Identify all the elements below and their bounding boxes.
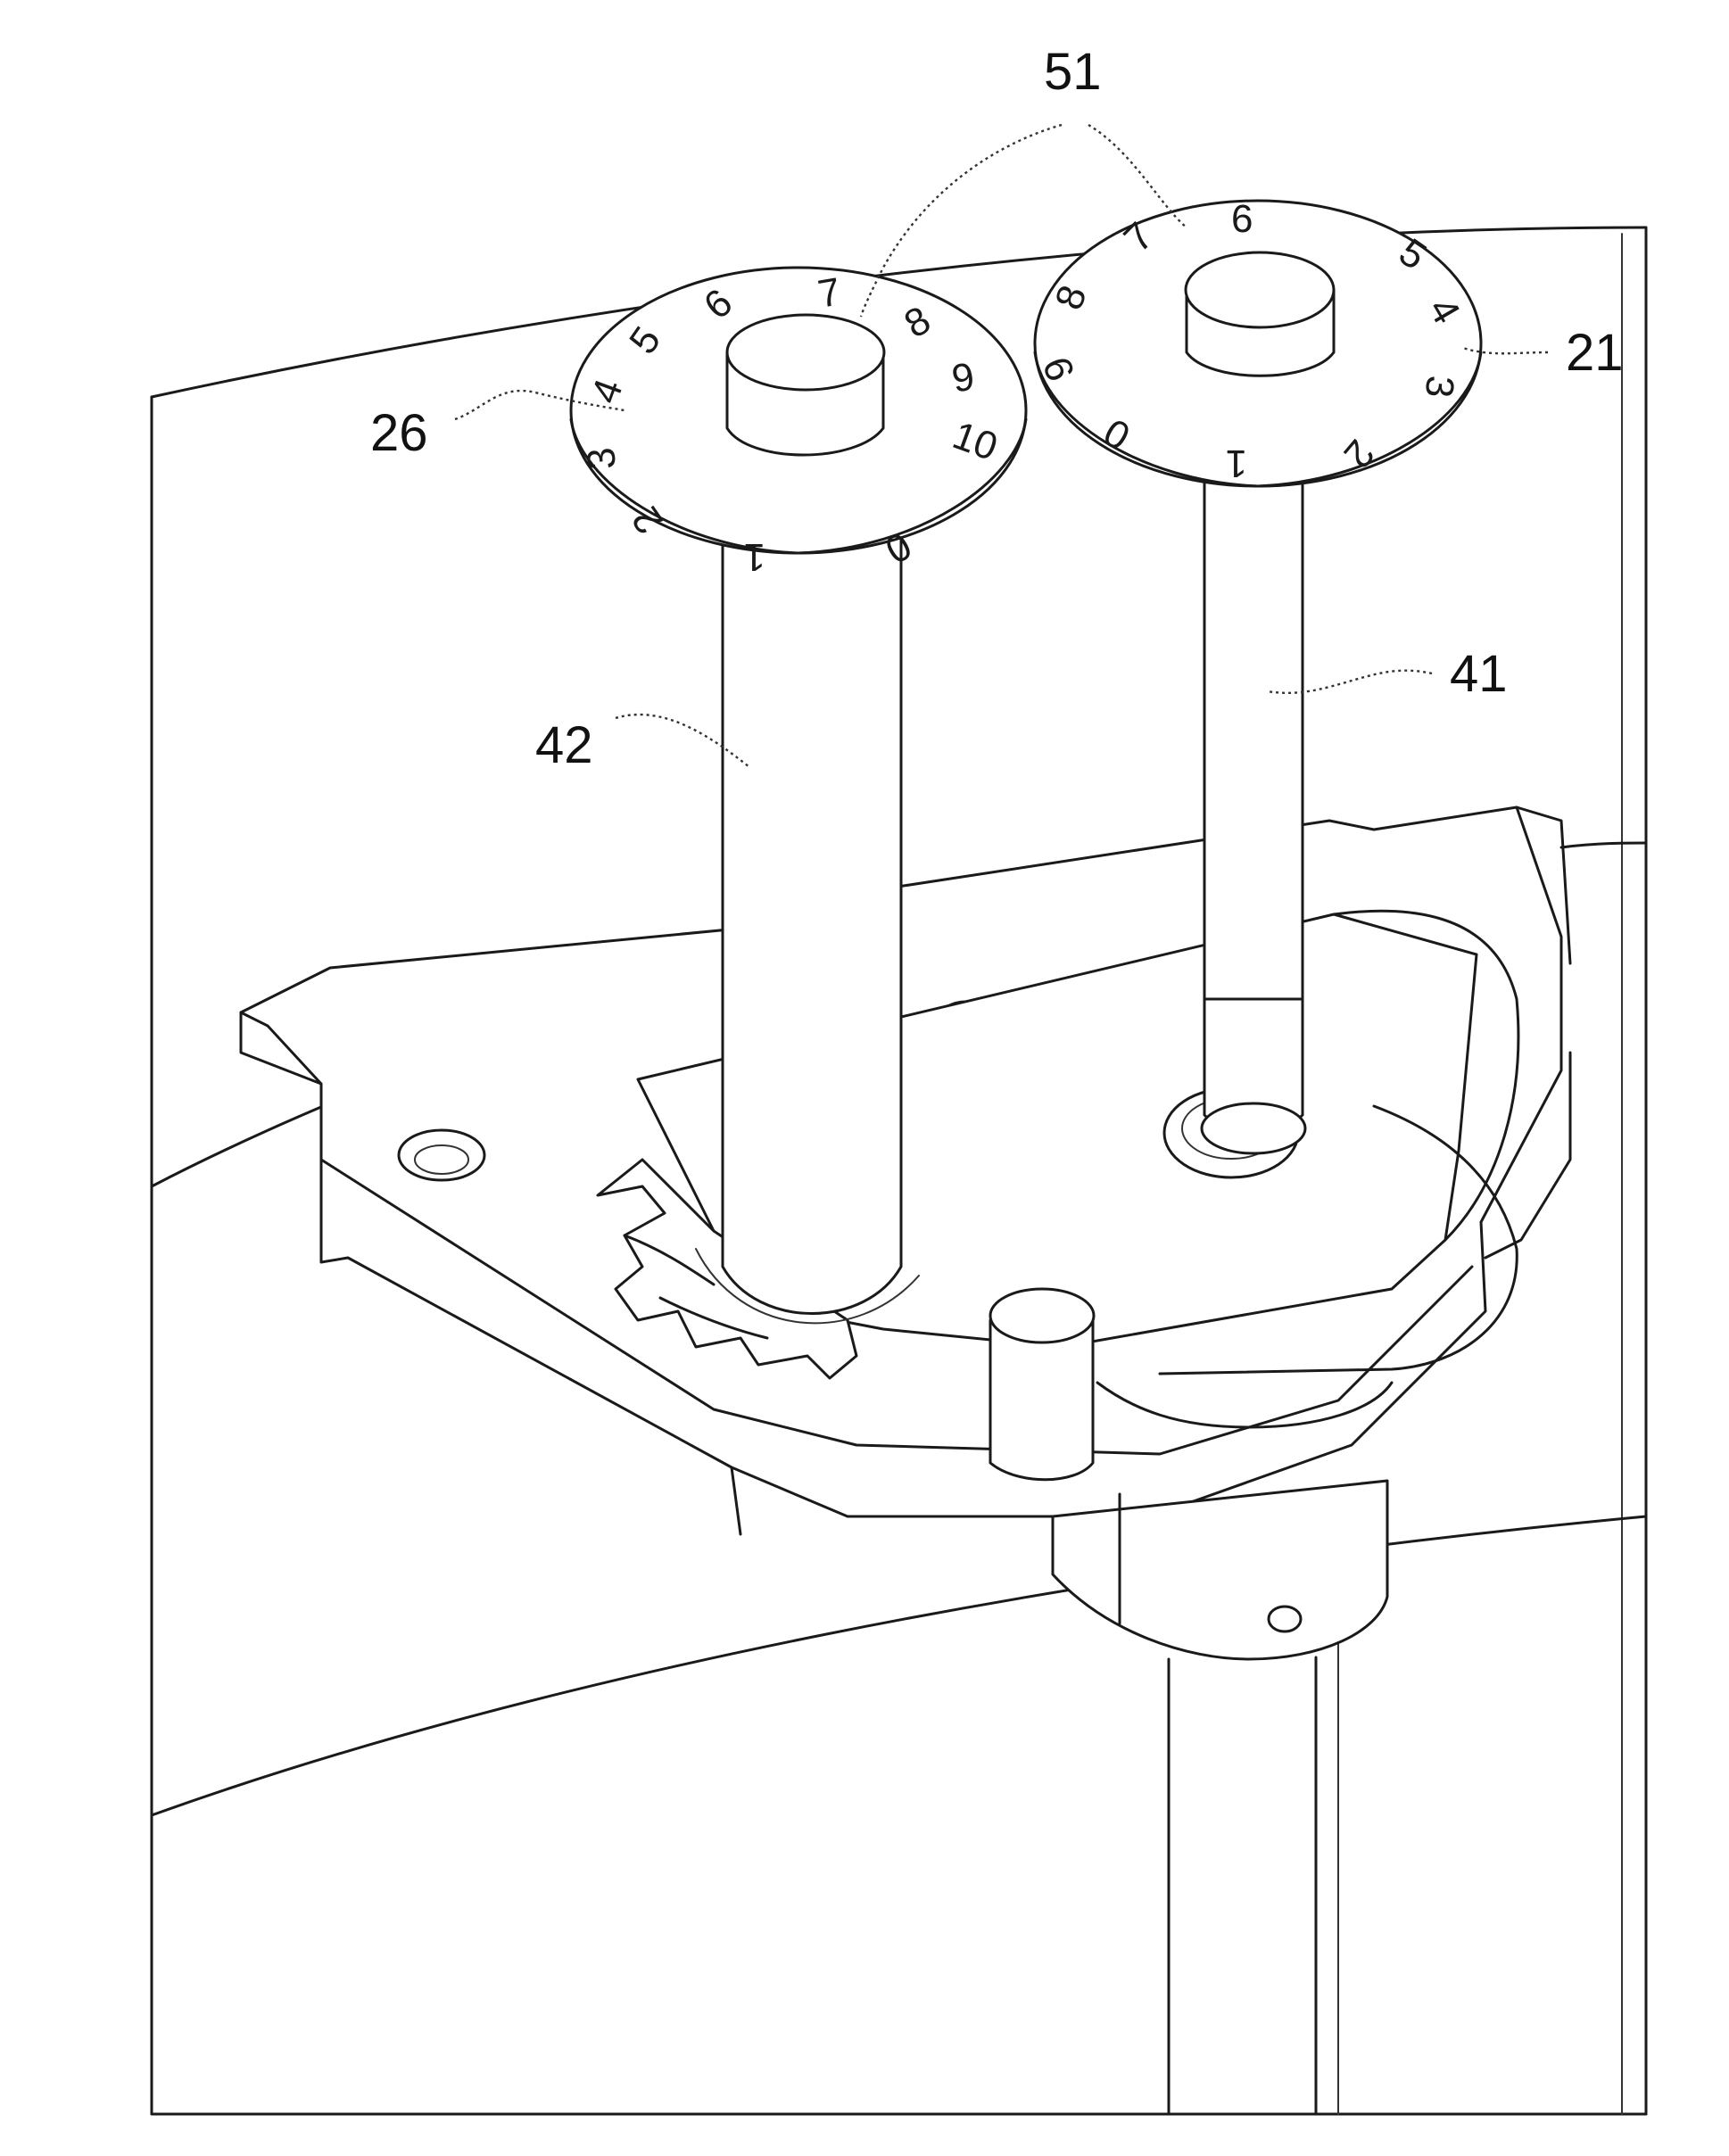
right-shaft-41 xyxy=(1202,464,1305,1153)
lower-stem xyxy=(1053,1481,1387,2114)
right-dial-number: 3 xyxy=(1417,374,1462,400)
leader-51-right xyxy=(1088,125,1187,227)
ref-label-41: 41 xyxy=(1450,645,1508,703)
locating-pin xyxy=(990,1289,1094,1480)
ref-label-26: 26 xyxy=(370,404,428,462)
left-shaft-42 xyxy=(696,535,919,1323)
left-dial-26 xyxy=(571,268,1026,553)
right-dial-number: 1 xyxy=(1226,442,1247,485)
ref-label-51: 51 xyxy=(1044,43,1102,101)
right-dial-number: 6 xyxy=(1231,197,1253,241)
ref-label-42: 42 xyxy=(535,716,593,774)
ref-label-21: 21 xyxy=(1566,324,1624,382)
left-dial-number: 1 xyxy=(744,535,765,579)
left-dial-number: 3 xyxy=(579,446,625,472)
